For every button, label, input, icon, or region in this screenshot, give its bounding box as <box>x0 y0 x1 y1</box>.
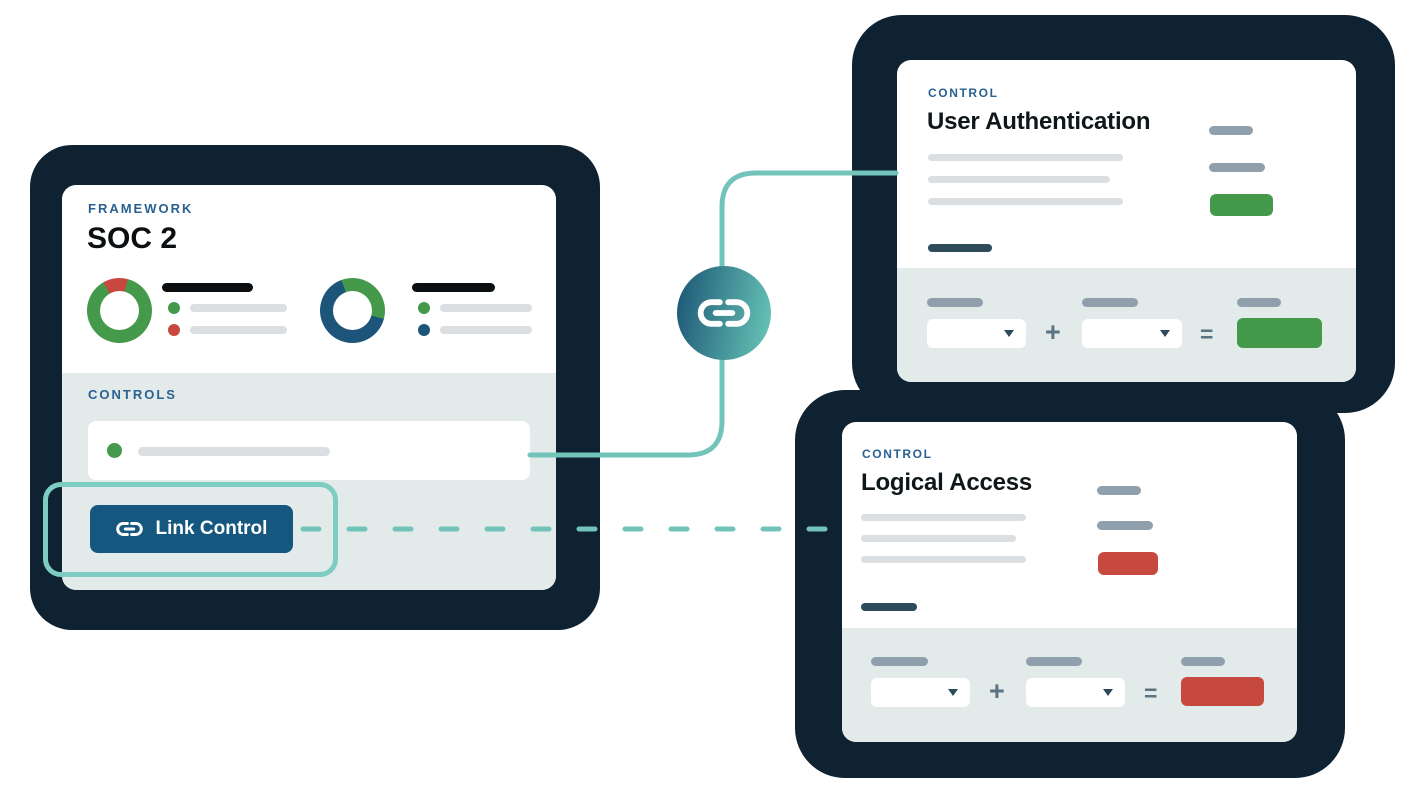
result-badge <box>1181 677 1264 706</box>
link-placeholder <box>861 603 917 611</box>
framework-eyebrow: FRAMEWORK <box>88 201 194 216</box>
chevron-down-icon <box>1160 330 1170 337</box>
meta-placeholder <box>1097 521 1153 530</box>
legend-line <box>190 304 287 312</box>
meta-placeholder <box>1209 163 1265 172</box>
field-label-placeholder <box>1237 298 1281 307</box>
control-title: Logical Access <box>861 469 1033 496</box>
mapping-dropdown-1[interactable] <box>927 319 1026 348</box>
text-placeholder <box>928 154 1123 161</box>
result-badge <box>1237 318 1322 348</box>
control-eyebrow: CONTROL <box>928 86 999 100</box>
status-badge <box>1098 552 1158 575</box>
donut-chart-2 <box>320 278 385 343</box>
donut-chart-1 <box>87 278 152 343</box>
meta-placeholder <box>1209 126 1253 135</box>
link-icon <box>697 299 751 327</box>
field-label-placeholder <box>1181 657 1225 666</box>
text-placeholder <box>928 198 1123 205</box>
text-placeholder <box>861 535 1016 542</box>
equals-operator: = <box>1200 321 1214 347</box>
text-placeholder <box>861 514 1026 521</box>
link-control-button[interactable]: Link Control <box>90 505 293 553</box>
legend-line <box>190 326 287 334</box>
field-label-placeholder <box>1026 657 1082 666</box>
link-button-highlight <box>43 482 338 577</box>
legend-dot-green <box>418 302 430 314</box>
field-label-placeholder <box>927 298 983 307</box>
mapping-dropdown-2[interactable] <box>1082 319 1182 348</box>
controls-label: CONTROLS <box>88 387 177 402</box>
framework-card: FRAMEWORK SOC 2 CONTROLS <box>62 185 556 590</box>
mapping-section: + = <box>897 268 1356 382</box>
chevron-down-icon <box>1004 330 1014 337</box>
legend-title-bar <box>412 283 495 292</box>
control-list-item[interactable] <box>88 421 530 480</box>
plus-operator: + <box>989 676 1005 706</box>
chevron-down-icon <box>948 689 958 696</box>
text-placeholder <box>928 176 1110 183</box>
status-badge <box>1210 194 1273 216</box>
mapping-dropdown-1[interactable] <box>871 678 970 707</box>
meta-placeholder <box>1097 486 1141 495</box>
link-icon <box>115 522 143 536</box>
mapping-section: + = <box>842 628 1297 742</box>
mapping-dropdown-2[interactable] <box>1026 678 1125 707</box>
legend-dot-blue <box>418 324 430 336</box>
text-placeholder <box>861 556 1026 563</box>
legend-title-bar <box>162 283 253 292</box>
equals-operator: = <box>1144 680 1158 706</box>
chevron-down-icon <box>1103 689 1113 696</box>
control-name-placeholder <box>138 447 330 456</box>
legend-dot-red <box>168 324 180 336</box>
legend-line <box>440 326 532 334</box>
plus-operator: + <box>1045 317 1061 347</box>
control-card-user-authentication: CONTROL User Authentication + = <box>897 60 1356 382</box>
field-label-placeholder <box>1082 298 1138 307</box>
legend-dot-green <box>168 302 180 314</box>
framework-title: SOC 2 <box>87 222 178 255</box>
field-label-placeholder <box>871 657 928 666</box>
link-badge <box>677 266 771 360</box>
link-control-label: Link Control <box>155 518 268 539</box>
control-card-logical-access: CONTROL Logical Access + = <box>842 422 1297 742</box>
link-placeholder <box>928 244 992 252</box>
status-dot <box>107 443 122 458</box>
control-eyebrow: CONTROL <box>862 447 933 461</box>
control-title: User Authentication <box>927 108 1151 135</box>
controls-section: CONTROLS Link Control <box>62 373 556 590</box>
legend-line <box>440 304 532 312</box>
